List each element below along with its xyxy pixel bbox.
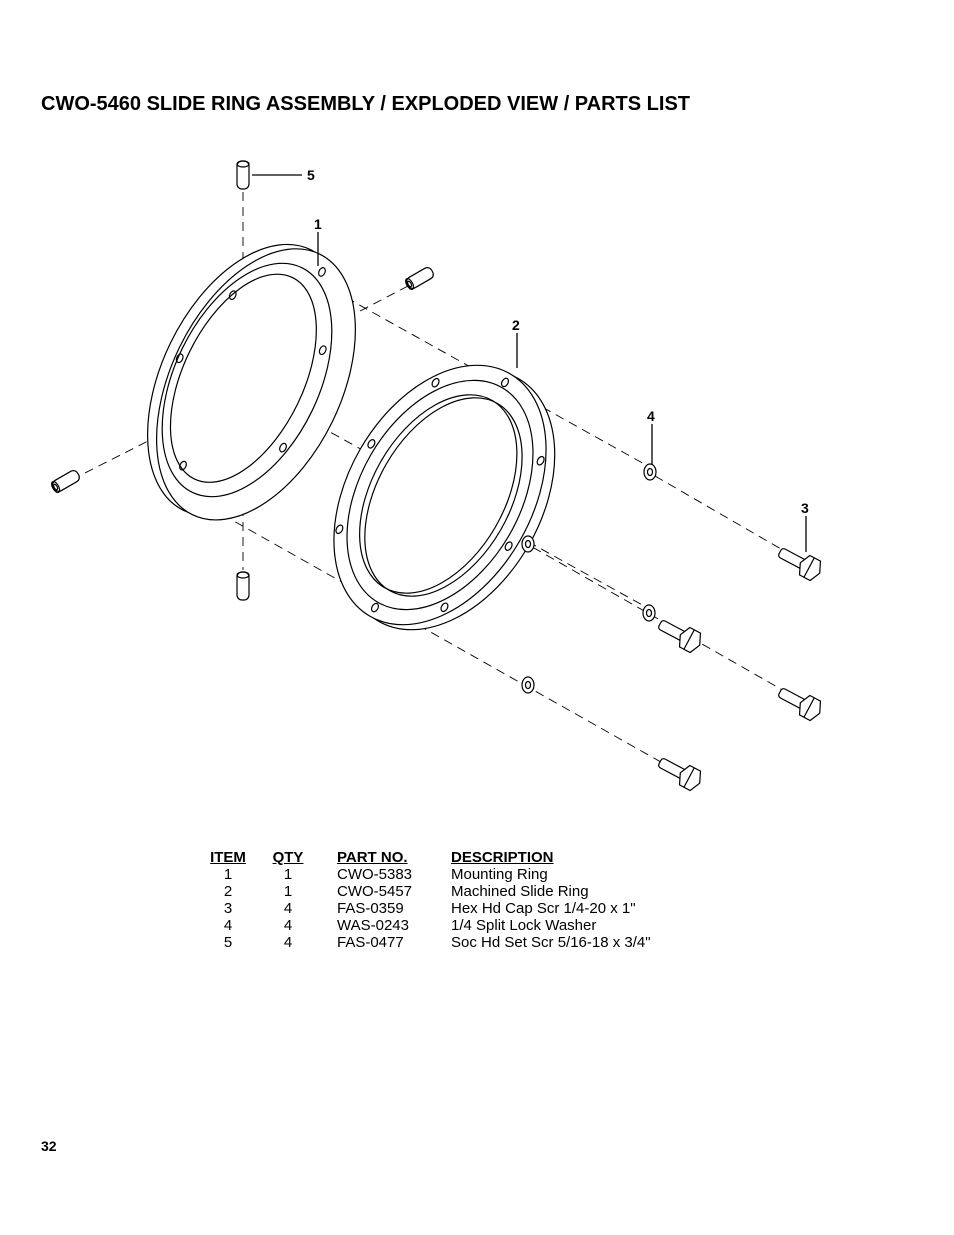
- axis-upper-bolt: [654, 475, 801, 561]
- axis-left-setscrew: [74, 434, 161, 479]
- cell-qty: 4: [283, 917, 293, 934]
- cap-screw-4: [658, 758, 702, 792]
- lock-washer-4: [521, 676, 535, 694]
- lock-washer-3: [642, 604, 656, 622]
- axis-upper: [319, 282, 656, 471]
- table-header-row: ITEM QTY PART NO. DESCRIPTION: [203, 849, 651, 866]
- callout-5: 5: [307, 167, 315, 183]
- cell-item: 5: [223, 934, 233, 951]
- table-row: 3 4 FAS-0359 Hex Hd Cap Scr 1/4-20 x 1": [203, 900, 651, 917]
- parts-list-table: ITEM QTY PART NO. DESCRIPTION 1 1 CWO-53…: [203, 849, 651, 951]
- axis-top-setscrew: [315, 285, 409, 335]
- cell-qty: 1: [283, 866, 293, 883]
- header-part-no: PART NO.: [337, 849, 408, 866]
- cell-part-no: FAS-0359: [337, 900, 404, 917]
- cell-item: 3: [223, 900, 233, 917]
- callout-4: 4: [647, 408, 655, 424]
- cell-qty: 1: [283, 883, 293, 900]
- set-screw-bottom: [236, 571, 250, 601]
- cell-description: Mounting Ring: [451, 866, 548, 883]
- set-screw-left: [51, 470, 80, 494]
- callout-2: 2: [512, 317, 520, 333]
- cell-qty: 4: [283, 934, 293, 951]
- cell-item: 2: [223, 883, 233, 900]
- cell-part-no: CWO-5383: [337, 866, 413, 883]
- table-row: 2 1 CWO-5457 Machined Slide Ring: [203, 883, 651, 900]
- table-row: 5 4 FAS-0477 Soc Hd Set Scr 5/16-18 x 3/…: [203, 934, 651, 951]
- callout-3: 3: [801, 500, 809, 516]
- header-description: DESCRIPTION: [451, 849, 554, 866]
- set-screw-top: [236, 160, 250, 190]
- lock-washer-2: [521, 535, 535, 553]
- header-item: ITEM: [210, 849, 246, 866]
- leader-lines: [252, 174, 807, 552]
- cell-item: 4: [223, 917, 233, 934]
- callout-1: 1: [314, 216, 322, 232]
- cap-screw-2: [658, 620, 702, 654]
- cell-description: Hex Hd Cap Scr 1/4-20 x 1": [451, 900, 636, 917]
- cap-screw-1: [778, 548, 822, 582]
- axis-middle-bolt: [519, 539, 801, 701]
- cell-description: 1/4 Split Lock Washer: [451, 917, 597, 934]
- cap-screw-3: [778, 688, 822, 722]
- cell-qty: 4: [283, 900, 293, 917]
- cell-part-no: FAS-0477: [337, 934, 404, 951]
- page-title: CWO-5460 SLIDE RING ASSEMBLY / EXPLODED …: [41, 93, 690, 115]
- set-screw-upper: [405, 267, 434, 291]
- mounting-ring: [147, 243, 356, 521]
- page-number: 32: [41, 1138, 57, 1154]
- lock-washer-1: [643, 463, 657, 481]
- table-row: 1 1 CWO-5383 Mounting Ring: [203, 866, 651, 883]
- cell-part-no: WAS-0243: [337, 917, 409, 934]
- cell-description: Machined Slide Ring: [451, 883, 589, 900]
- table-row: 4 4 WAS-0243 1/4 Split Lock Washer: [203, 917, 651, 934]
- slide-ring: [333, 364, 556, 631]
- cell-part-no: CWO-5457: [337, 883, 413, 900]
- cell-description: Soc Hd Set Scr 5/16-18 x 3/4": [451, 934, 651, 951]
- cell-item: 1: [223, 866, 233, 883]
- header-qty: QTY: [272, 849, 304, 866]
